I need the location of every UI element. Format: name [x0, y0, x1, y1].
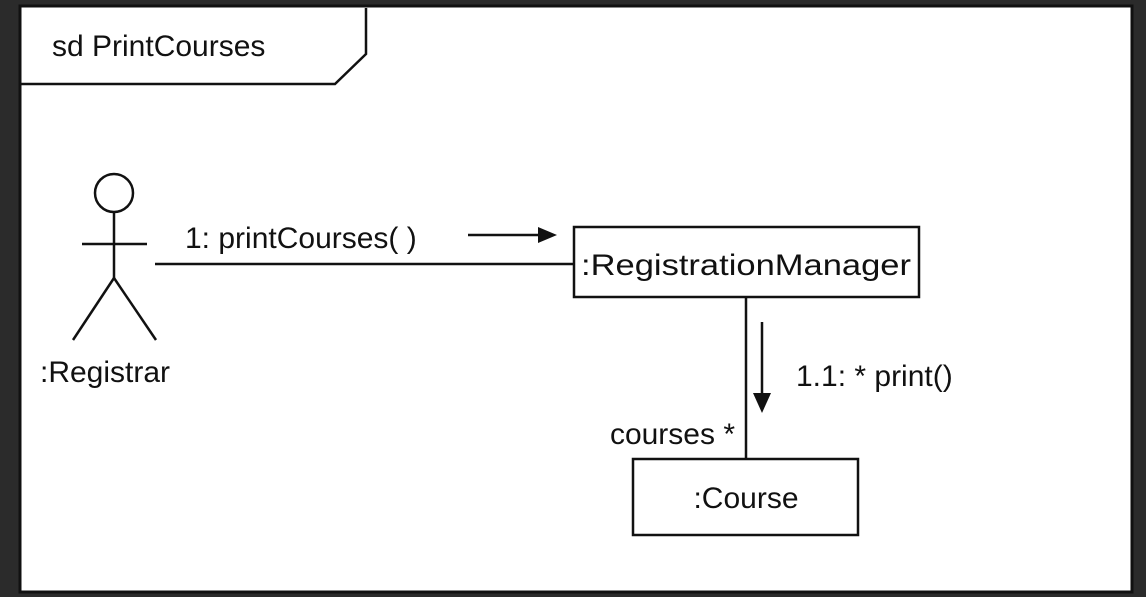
- frame-tab-outline: [20, 8, 368, 86]
- actor-label: :Registrar: [40, 356, 170, 389]
- message-1-1-label: 1.1: * print(): [796, 360, 953, 393]
- message-1-1-arrow-icon: [753, 322, 771, 413]
- frame-border: [18, 4, 1134, 594]
- message-1-label: 1: printCourses( ): [185, 222, 417, 255]
- frame-background: [20, 6, 1132, 592]
- multiplicity-label: courses *: [610, 418, 735, 451]
- message-1-arrow-icon: [468, 227, 557, 243]
- object-registration-manager-label: :RegistrationManager: [581, 249, 911, 282]
- object-course: [631, 457, 860, 537]
- object-registration-manager: [572, 225, 921, 299]
- object-course-label: :Course: [693, 482, 798, 515]
- frame-title: sd PrintCourses: [52, 30, 265, 63]
- actor-registrar-icon: [71, 172, 158, 341]
